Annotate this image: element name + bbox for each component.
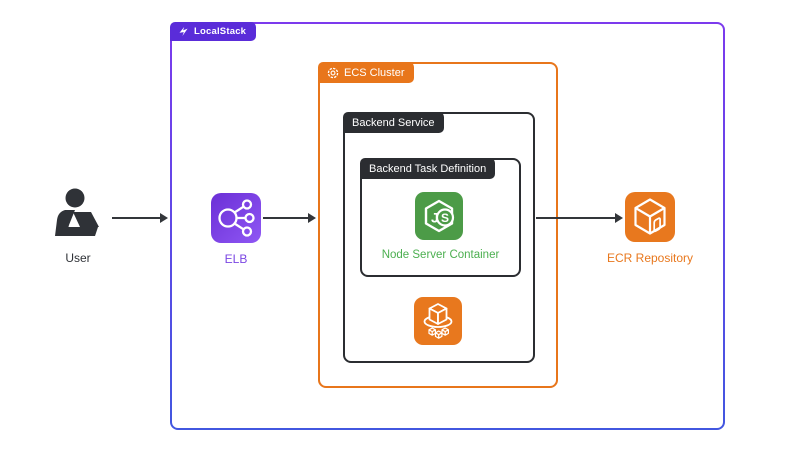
person-at-laptop-icon	[55, 188, 99, 236]
ecs-service-icon	[414, 297, 462, 345]
localstack-tab: LocalStack	[170, 22, 257, 41]
arrow-elb-to-ecs-cluster	[263, 213, 316, 223]
localstack-logo-icon	[179, 27, 188, 36]
ecs-cluster-label: ECS Cluster	[344, 66, 405, 79]
ecr-repository-label: ECR Repository	[606, 251, 694, 265]
ecs-cluster-icon	[327, 67, 339, 78]
backend-service-label: Backend Service	[352, 116, 435, 129]
arrow-backend-service-to-ecr	[536, 213, 623, 223]
elb-label: ELB	[224, 252, 248, 266]
ecr-repository-icon	[625, 192, 675, 242]
ecs-cluster-tab: ECS Cluster	[318, 62, 414, 83]
svg-text:S: S	[441, 211, 449, 225]
node-server-container-label: Node Server Container	[381, 249, 500, 261]
backend-task-definition-label: Backend Task Definition	[369, 162, 487, 175]
arrow-user-to-localstack	[112, 213, 168, 223]
localstack-label: LocalStack	[194, 26, 247, 37]
backend-service-tab: Backend Service	[343, 112, 444, 133]
elb-icon	[211, 193, 261, 243]
user-label: User	[65, 251, 91, 265]
nodejs-icon: J S	[415, 192, 463, 240]
svg-text:J: J	[431, 210, 439, 226]
backend-task-definition-tab: Backend Task Definition	[360, 158, 496, 179]
